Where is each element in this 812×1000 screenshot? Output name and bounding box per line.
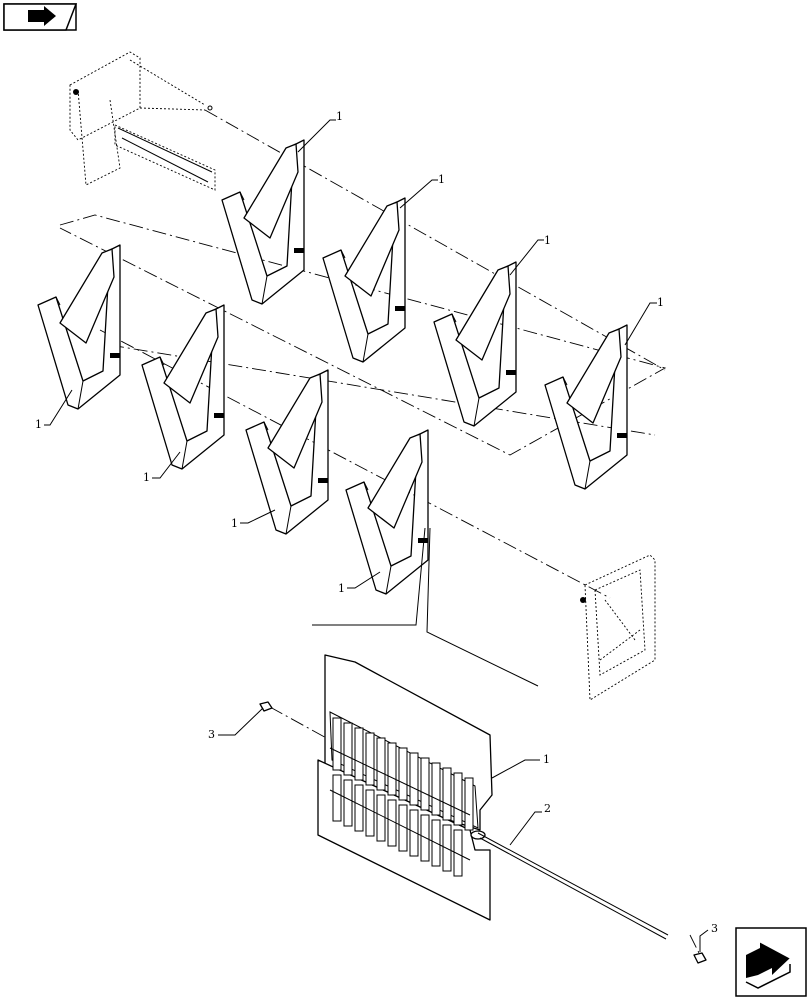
callout-1: 1	[336, 110, 343, 123]
callout-labels: 1 1 1 1 1 1 1 1 1 2 3 3	[35, 110, 718, 935]
callout-1: 1	[438, 173, 445, 186]
reference-view-icon[interactable]	[3, 3, 78, 31]
right-mounting-bracket	[580, 554, 656, 701]
knife-part	[322, 197, 406, 363]
knife-bank-assembly	[317, 654, 493, 921]
assembly-connector	[312, 527, 539, 687]
knife-set	[37, 139, 628, 595]
callout-3: 3	[711, 922, 718, 935]
knife-part	[245, 369, 329, 535]
knife-part	[544, 324, 628, 490]
knife-part	[141, 304, 225, 470]
callout-1: 1	[544, 234, 551, 247]
retaining-rod	[477, 832, 669, 940]
callout-1: 1	[231, 517, 238, 530]
left-mounting-bracket	[69, 51, 216, 191]
callout-leaders	[44, 119, 709, 952]
callout-3: 3	[208, 728, 215, 741]
knife-part	[221, 139, 305, 305]
callout-1: 1	[338, 582, 345, 595]
knife-part	[37, 244, 121, 410]
knife-part	[345, 429, 429, 595]
callout-1: 1	[657, 296, 664, 309]
callout-2: 2	[544, 802, 551, 815]
callout-1: 1	[143, 471, 150, 484]
fastener	[693, 952, 707, 964]
knife-part	[433, 261, 517, 427]
callout-1: 1	[543, 753, 550, 766]
callout-1: 1	[35, 418, 42, 431]
next-page-arrow-icon[interactable]	[735, 927, 807, 997]
